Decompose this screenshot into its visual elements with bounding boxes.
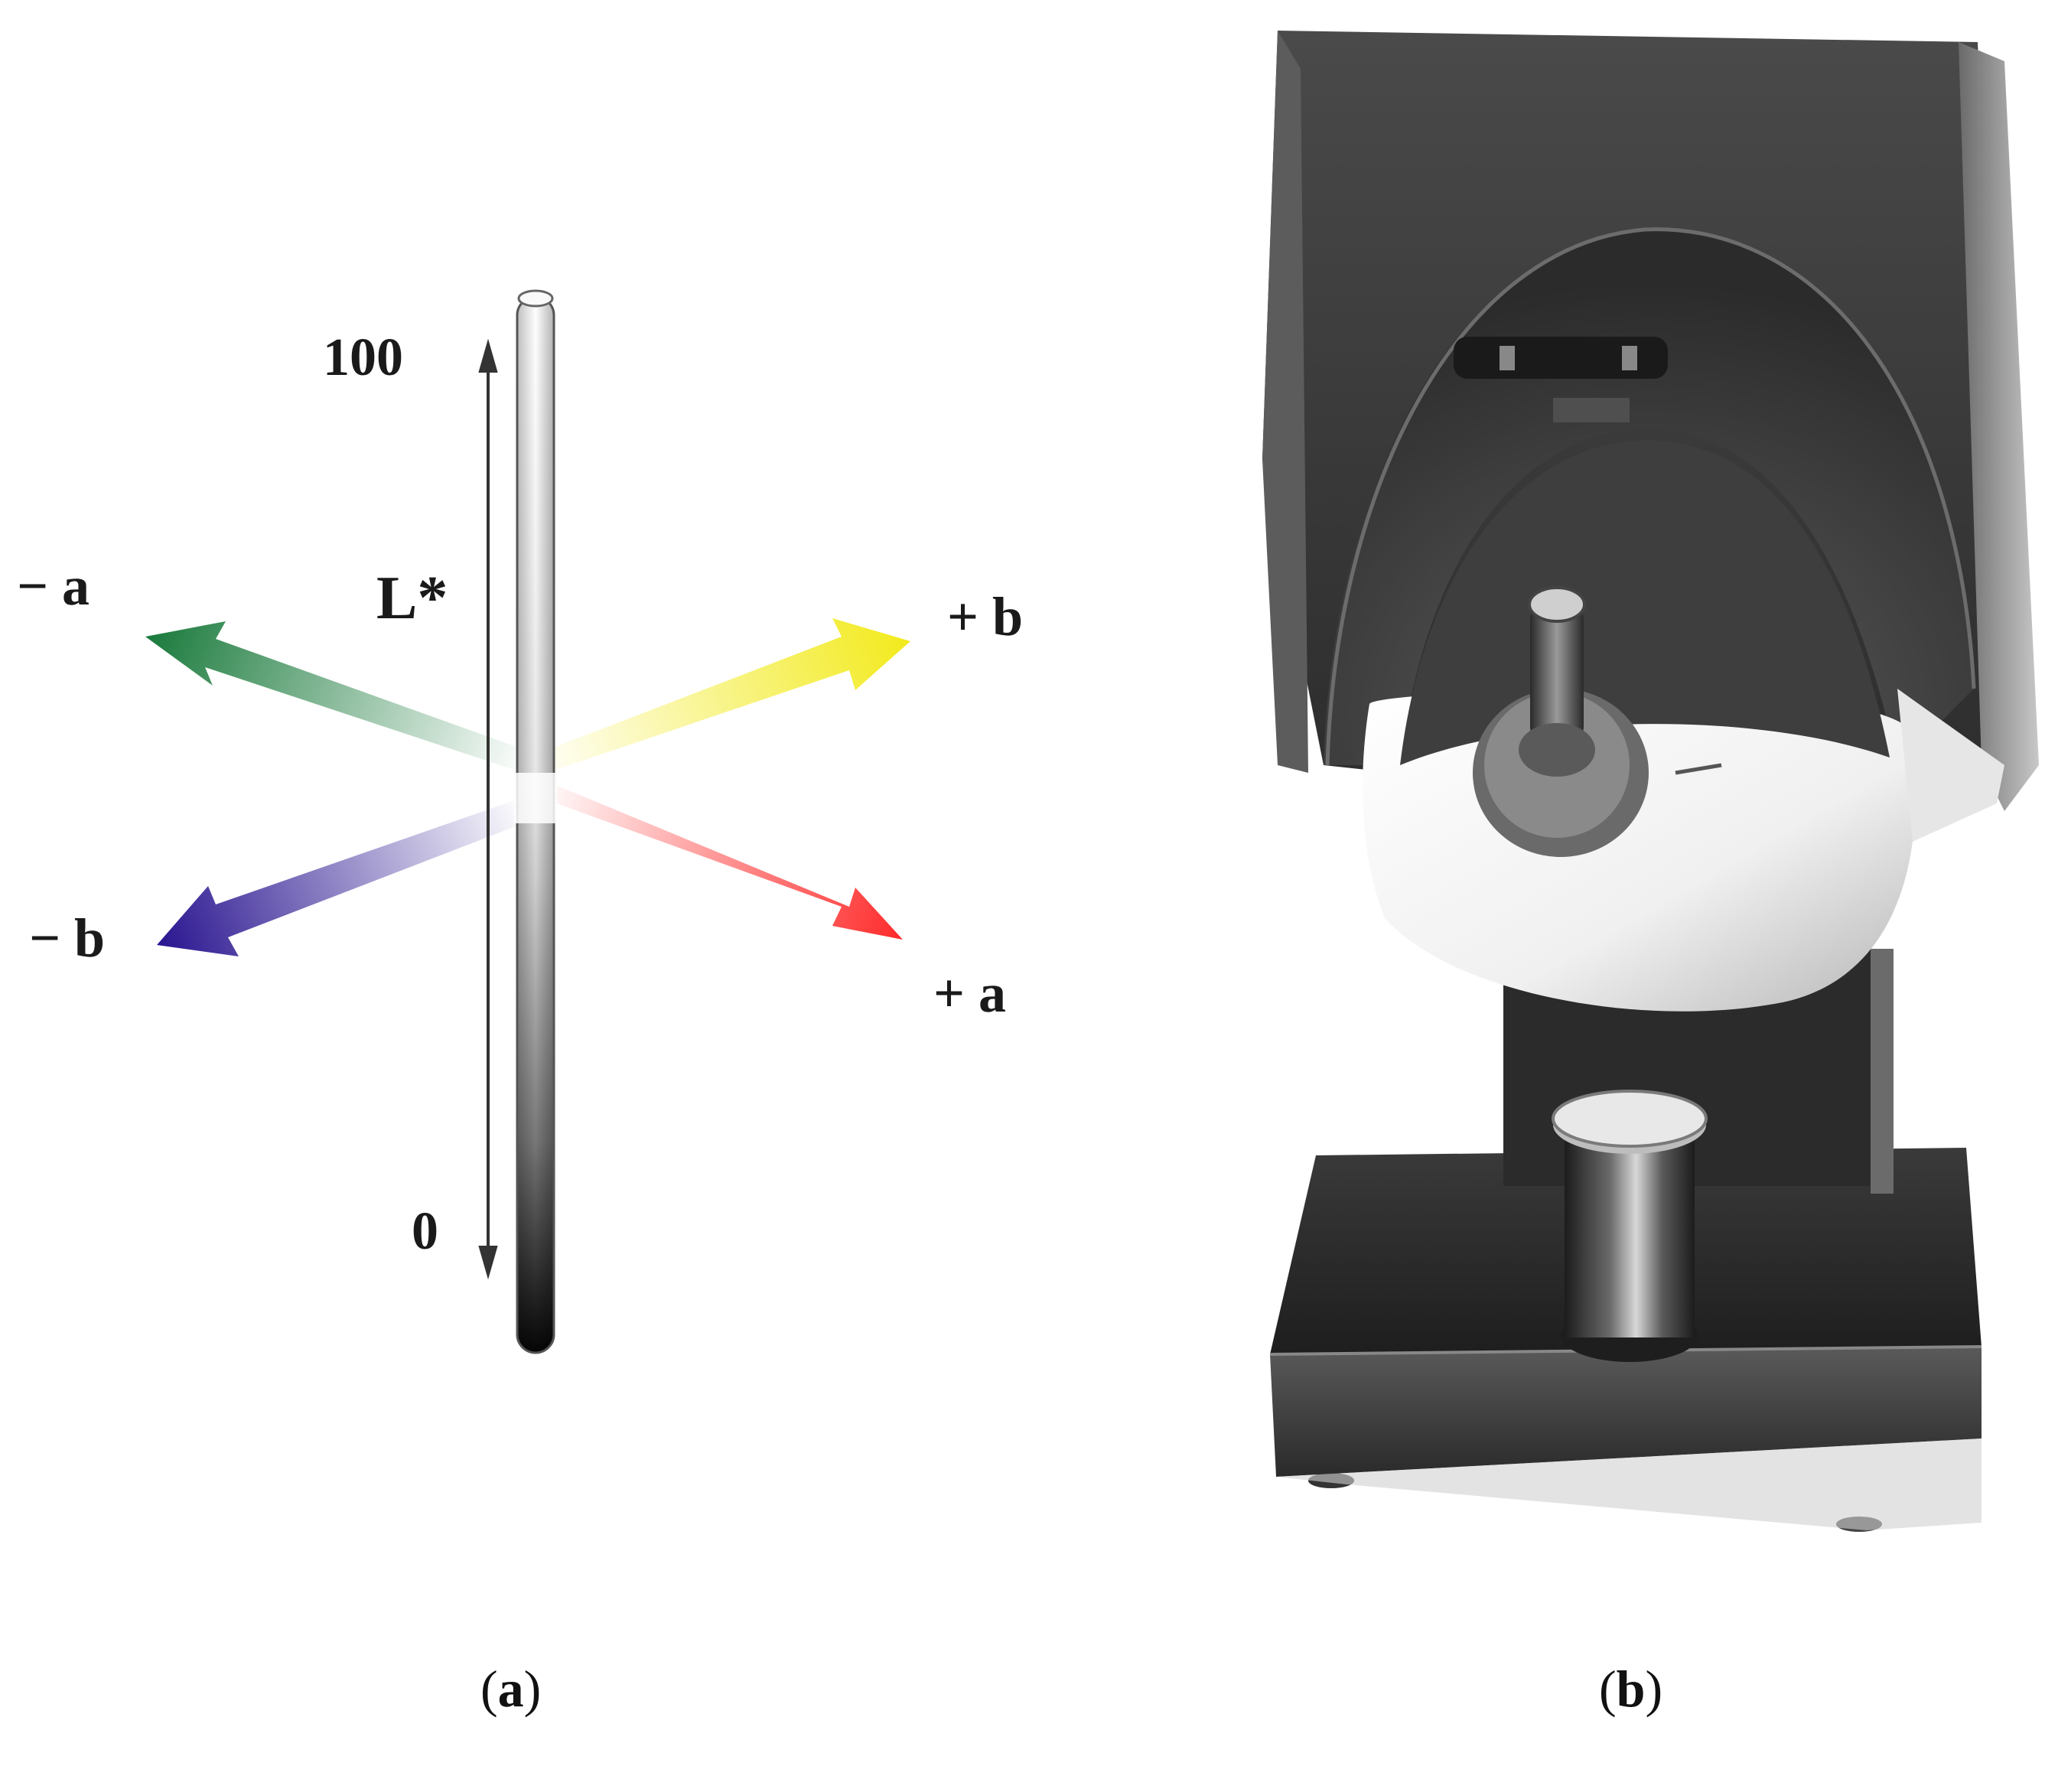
minus-b-label: − b: [29, 907, 105, 969]
minus-b-arrow: [157, 796, 539, 956]
lightness-max-label: 100: [323, 328, 403, 387]
caption-b: (b): [1599, 1660, 1662, 1718]
colorimeter-device-picture: [1262, 31, 2039, 1532]
device-lens-port: [1473, 586, 1649, 857]
lightness-range-arrow: [478, 338, 498, 1280]
plus-a-label: + a: [933, 963, 1006, 1024]
minus-a-arrow: [145, 621, 536, 774]
minus-a-label: − a: [17, 556, 90, 617]
plus-b-arrow: [528, 618, 910, 777]
lightness-axis: [514, 289, 557, 1354]
cielab-diagram: 100 0 L* − a + b − b + a: [17, 289, 1023, 1354]
device-base-front: [1270, 1347, 1982, 1477]
caption-a: (a): [480, 1660, 541, 1718]
lightness-min-label: 0: [412, 1202, 438, 1261]
lightness-axis-name: L*: [376, 565, 448, 632]
plus-b-label: + b: [947, 586, 1023, 647]
plus-a-arrow: [536, 780, 903, 940]
sample-cup: [1552, 1090, 1708, 1362]
